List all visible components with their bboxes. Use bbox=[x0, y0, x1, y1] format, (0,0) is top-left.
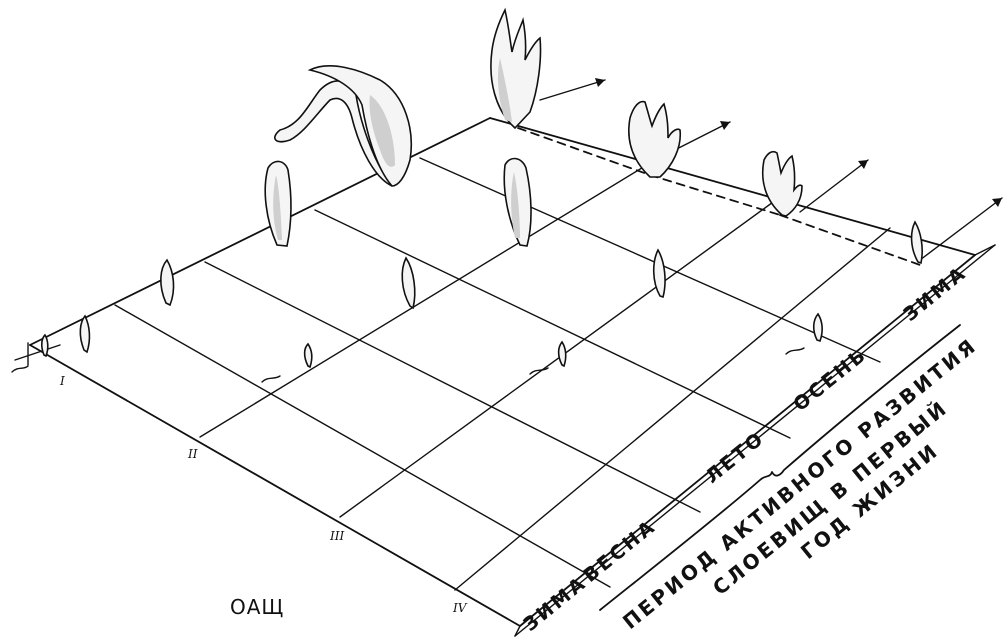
arrow-3-head bbox=[858, 160, 868, 169]
arrow-4-head bbox=[992, 198, 1002, 207]
growth-arrows bbox=[518, 78, 1002, 265]
row-numeral-3: III bbox=[329, 529, 344, 543]
sprout-row1-1 bbox=[42, 335, 48, 356]
row-numeral-2: II bbox=[187, 447, 198, 461]
caption-line-1: ПЕРИОД АКТИВНОГО РАЗВИТИЯ bbox=[618, 333, 982, 634]
season-label-spring: ВЕСНА bbox=[579, 515, 660, 587]
sprout-row4-1 bbox=[814, 314, 822, 341]
dashed-connector-3 bbox=[780, 215, 920, 265]
arrow-1-head bbox=[595, 78, 605, 87]
row-numerals: I II III IV bbox=[59, 374, 468, 615]
sprout-row1-2 bbox=[80, 316, 89, 352]
figure-title: ОАЩ bbox=[230, 595, 284, 619]
season-label-summer: ЛЕТО bbox=[701, 427, 769, 488]
sprout-row2-1 bbox=[305, 344, 312, 367]
row-numeral-1: I bbox=[59, 374, 65, 388]
grid-left-edge bbox=[30, 118, 490, 345]
arrow-1-shaft bbox=[540, 80, 605, 100]
thallus-row3-branching bbox=[763, 152, 802, 216]
squiggle-4 bbox=[786, 348, 804, 354]
arrow-2-head bbox=[720, 121, 730, 130]
season-label-winter-end: ЗИМА bbox=[899, 262, 971, 326]
thallus-row2-tall bbox=[504, 159, 531, 246]
season-label-winter-start: ЗИМА bbox=[519, 572, 591, 636]
grid-season-line-1 bbox=[115, 305, 610, 587]
period-caption: ПЕРИОД АКТИВНОГО РАЗВИТИЯ СЛОЕВИЩ В ПЕРВ… bbox=[618, 333, 982, 634]
squiggle-1 bbox=[12, 366, 28, 372]
thallus-row1-folded bbox=[275, 66, 411, 186]
arrow-3-shaft bbox=[800, 160, 868, 212]
thallus-back-branching bbox=[491, 10, 541, 128]
sprout-row2-2 bbox=[402, 258, 415, 308]
grid-season-line-2 bbox=[205, 262, 700, 512]
thalli bbox=[42, 10, 922, 367]
squiggle-2 bbox=[262, 376, 280, 382]
sprout-row4-2 bbox=[912, 222, 923, 263]
grid-back-edge bbox=[490, 118, 975, 255]
grid-season-line-4 bbox=[420, 158, 880, 362]
grid-front-edge bbox=[30, 345, 520, 626]
thallus-row2-branching bbox=[629, 102, 680, 177]
row-numeral-4: IV bbox=[452, 601, 468, 615]
caption-line-2: СЛОЕВИЩ В ПЕРВЫЙ bbox=[708, 395, 953, 600]
thallus-row1-tall bbox=[265, 161, 291, 246]
sprout-row3-2 bbox=[654, 250, 665, 297]
sprout-row1-3 bbox=[161, 260, 174, 305]
sprout-row3-1 bbox=[559, 342, 566, 366]
